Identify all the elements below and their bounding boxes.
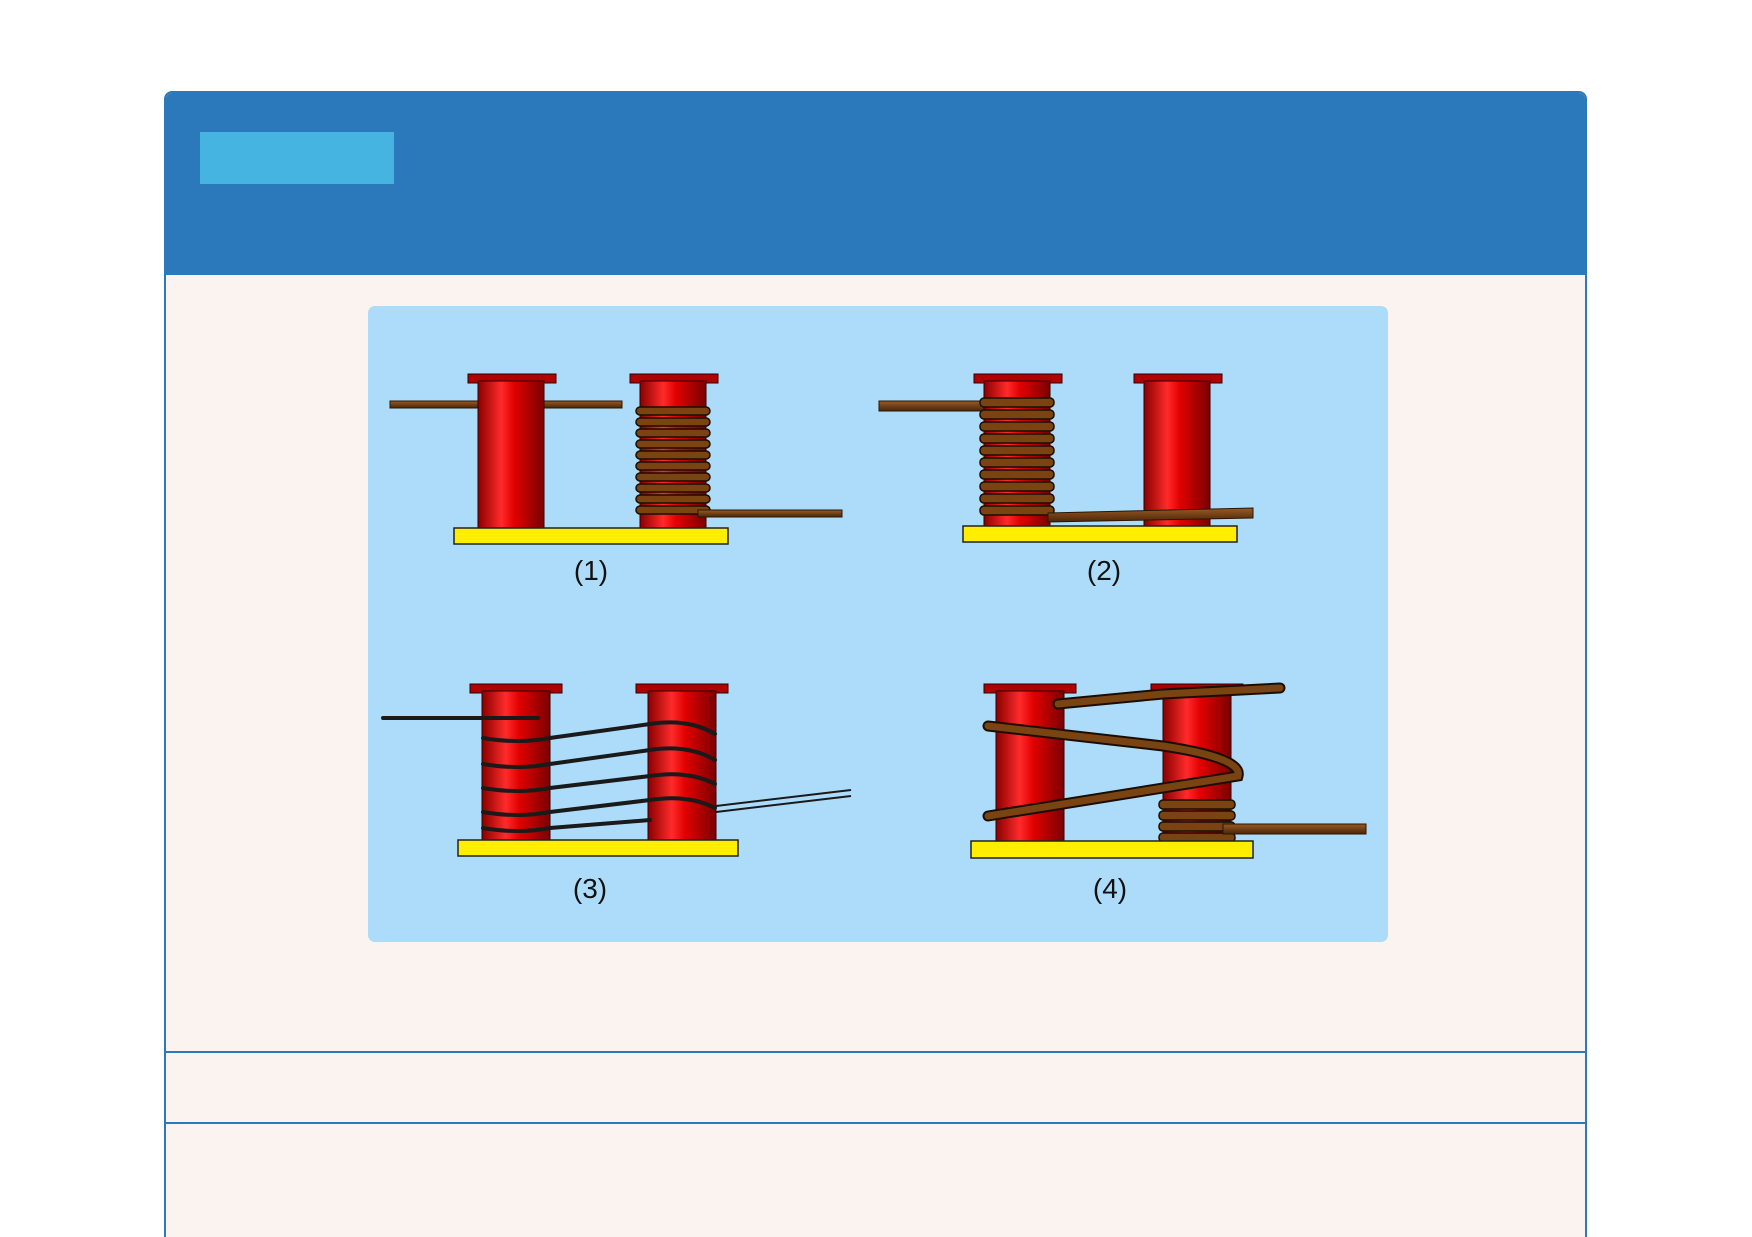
wire-lead	[715, 789, 852, 813]
diagram-2: (2)	[878, 373, 1254, 586]
figure-label: (4)	[1093, 873, 1127, 904]
wire-lead	[697, 509, 843, 518]
wire-lead	[1222, 823, 1367, 835]
coil-winding	[381, 716, 717, 833]
coil-winding	[635, 406, 711, 515]
base-plate	[970, 840, 1254, 859]
section-divider	[166, 1122, 1585, 1124]
wire-lead	[878, 400, 990, 412]
base-plate	[457, 839, 739, 857]
section-divider	[166, 1051, 1585, 1053]
figure-label: (1)	[574, 555, 608, 586]
diagram-3: (3)	[381, 683, 852, 904]
core-left	[467, 373, 557, 532]
figure-label: (2)	[1087, 555, 1121, 586]
coil-winding	[979, 397, 1055, 516]
header-badge	[200, 132, 394, 184]
core-right	[635, 683, 729, 844]
question-card: (1)	[164, 91, 1587, 1237]
coil-winding-figure: (1)	[368, 306, 1388, 942]
card-header	[166, 93, 1585, 275]
base-plate	[453, 527, 729, 545]
base-plate	[962, 525, 1238, 543]
wire-lead	[1047, 507, 1254, 523]
figure-label: (3)	[573, 873, 607, 904]
diagram-4: (4)	[970, 682, 1367, 904]
core-right	[1133, 373, 1223, 532]
diagram-1: (1)	[389, 373, 843, 586]
coil-winding	[984, 684, 1284, 820]
